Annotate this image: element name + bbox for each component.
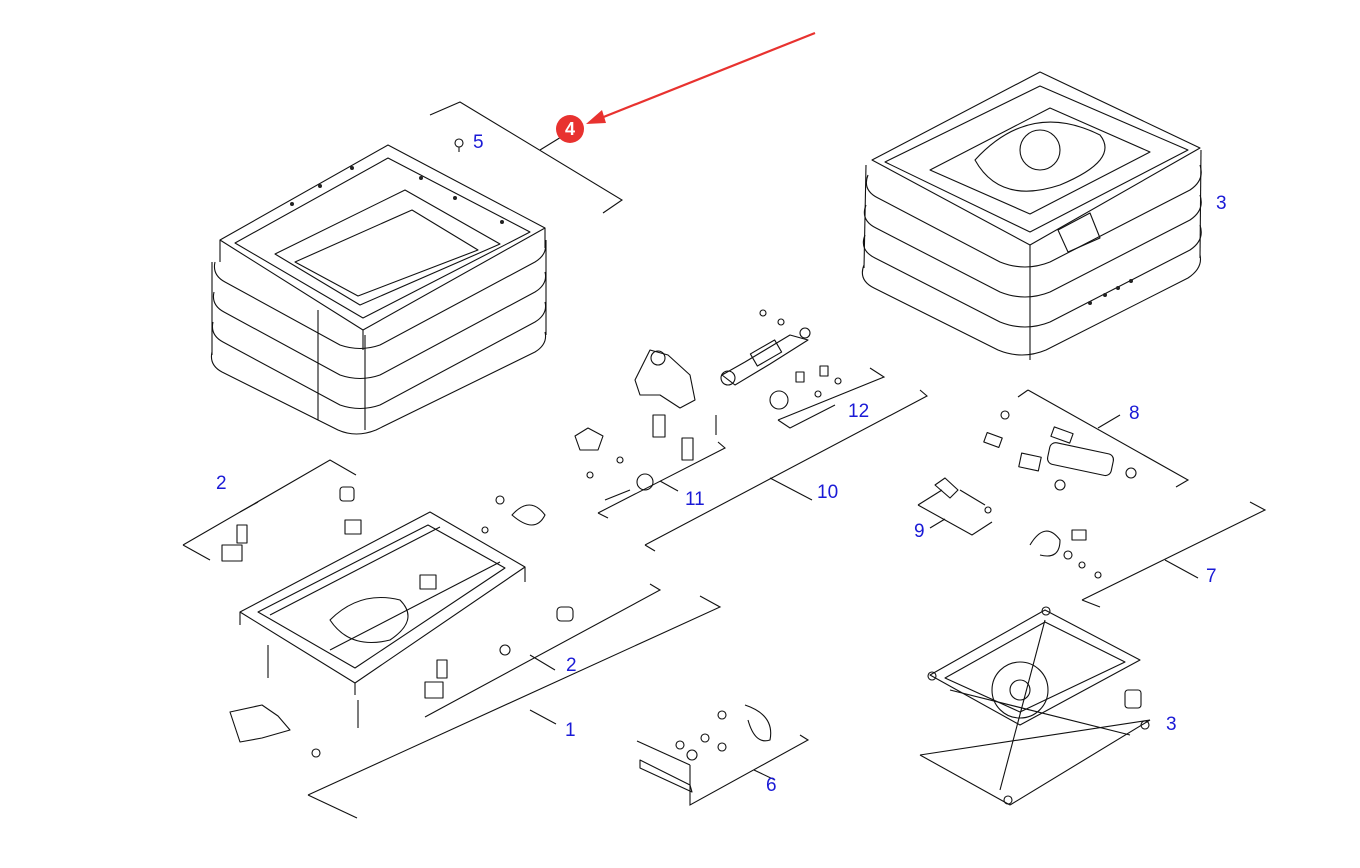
part-label-6[interactable]: 6 bbox=[766, 775, 777, 796]
damper-part[interactable] bbox=[983, 389, 1190, 491]
part-label-1[interactable]: 1 bbox=[565, 720, 576, 741]
base-frame-part[interactable] bbox=[182, 459, 722, 819]
scissor-mechanism-part[interactable] bbox=[919, 606, 1151, 806]
lever-assembly-part[interactable] bbox=[574, 349, 726, 519]
highlight-arrow bbox=[586, 31, 816, 124]
part-label-9[interactable]: 9 bbox=[914, 521, 925, 542]
seat-suspension-upper-part[interactable] bbox=[861, 71, 1202, 360]
part-label-7[interactable]: 7 bbox=[1206, 566, 1217, 587]
bellows-cover-part[interactable] bbox=[210, 101, 624, 435]
part-label-12[interactable]: 12 bbox=[848, 401, 870, 422]
fastener-kit-part[interactable] bbox=[636, 704, 810, 806]
part-label-3-upper[interactable]: 3 bbox=[1216, 193, 1227, 214]
part-label-2-left[interactable]: 2 bbox=[216, 473, 227, 494]
part-label-11[interactable]: 11 bbox=[685, 489, 705, 510]
release-lever-part[interactable] bbox=[917, 477, 993, 536]
part-label-5[interactable]: 5 bbox=[473, 132, 484, 153]
gas-strut-part[interactable] bbox=[644, 309, 928, 552]
cable-clamp-part[interactable] bbox=[1029, 501, 1267, 608]
part-label-2-right[interactable]: 2 bbox=[566, 655, 577, 676]
part-label-10[interactable]: 10 bbox=[817, 482, 839, 503]
highlight-callout-badge[interactable]: 4 bbox=[556, 115, 584, 143]
part-label-8[interactable]: 8 bbox=[1129, 403, 1140, 424]
part-label-3-lower[interactable]: 3 bbox=[1166, 714, 1177, 735]
